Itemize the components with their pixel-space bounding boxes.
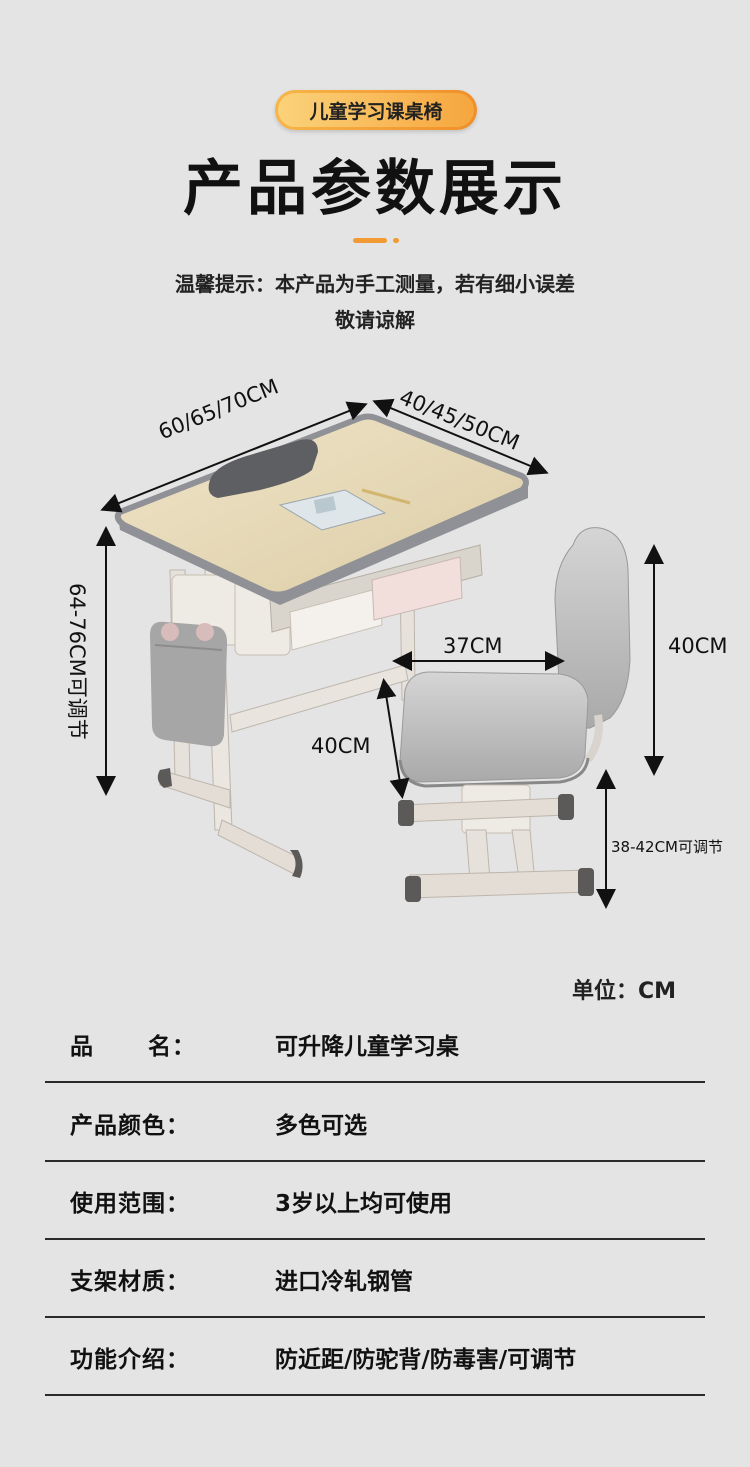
- desk-drawer: [269, 544, 483, 651]
- spec-value: 进口冷轧钢管: [275, 1269, 413, 1295]
- spec-row: 品 名： 可升降儿童学习桌: [45, 1003, 705, 1083]
- spec-row: 产品颜色： 多色可选: [45, 1082, 705, 1162]
- measurement-note: 温馨提示：本产品为手工测量，若有细小误差: [175, 272, 575, 296]
- backrest-height-label: 40CM: [668, 634, 728, 658]
- dimension-arrows: [96, 398, 664, 909]
- spec-value: 3岁以上均可使用: [275, 1191, 453, 1217]
- spec-row: 使用范围： 3岁以上均可使用: [45, 1160, 705, 1240]
- unit-label: 单位：CM: [572, 979, 677, 1004]
- title-accent-bar: [353, 238, 387, 243]
- desk-height-label: 64-76CM可调节: [65, 583, 89, 740]
- badge-label: 儿童学习课桌椅: [309, 100, 443, 123]
- measurement-note-2: 敬请谅解: [335, 308, 415, 332]
- spec-key: 支架材质：: [70, 1269, 190, 1295]
- spec-key: 功能介绍：: [70, 1347, 190, 1373]
- seat-height-label: 38-42CM可调节: [611, 838, 724, 856]
- desk-chair-illustration: [96, 398, 664, 909]
- spec-key: 品 名：: [70, 1034, 197, 1060]
- product-category-badge: 儿童学习课桌椅: [275, 90, 477, 130]
- hanging-bag: [150, 621, 228, 747]
- spec-value: 多色可选: [275, 1113, 367, 1139]
- spec-key: 产品颜色：: [70, 1113, 190, 1139]
- spec-value: 防近距/防驼背/防毒害/可调节: [275, 1347, 577, 1373]
- spec-row: 功能介绍： 防近距/防驼背/防毒害/可调节: [45, 1316, 705, 1396]
- seat-width-label: 37CM: [443, 634, 503, 658]
- page-title: 产品参数展示: [183, 154, 567, 224]
- seat-depth-label: 40CM: [311, 734, 371, 758]
- spec-row: 支架材质： 进口冷轧钢管: [45, 1238, 705, 1318]
- title-accent-dot: [393, 238, 399, 243]
- spec-key: 使用范围：: [70, 1191, 190, 1217]
- spec-value: 可升降儿童学习桌: [275, 1034, 459, 1060]
